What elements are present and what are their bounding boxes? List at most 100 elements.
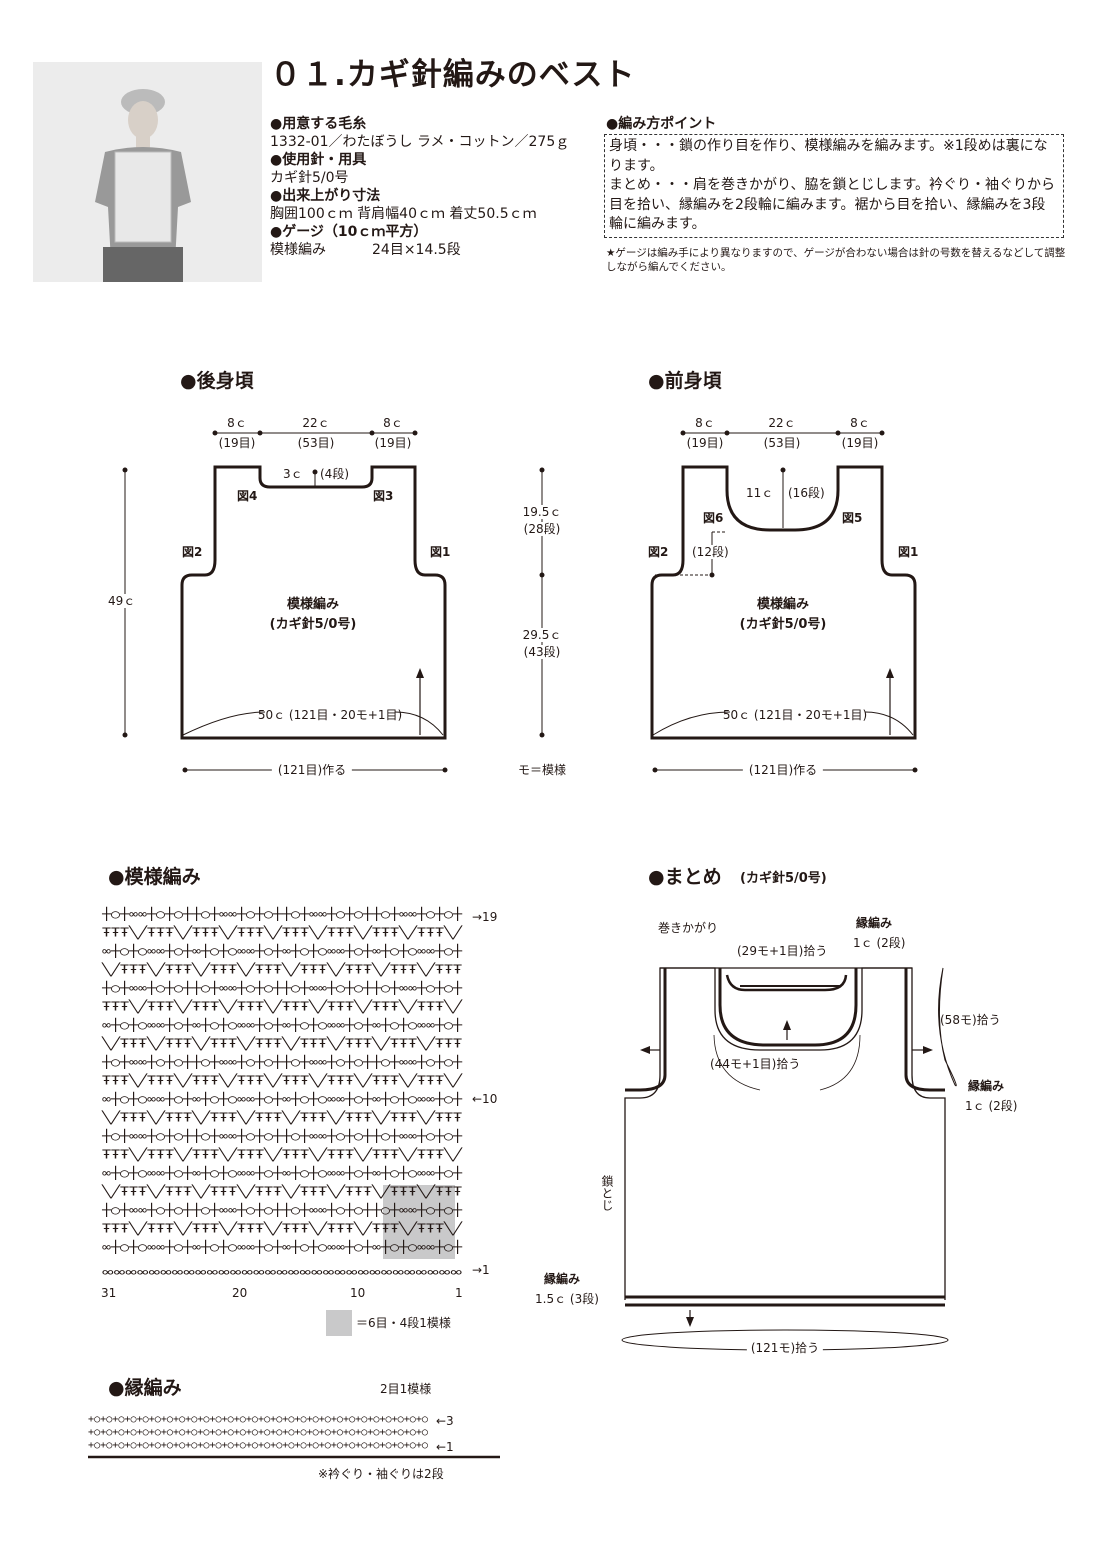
front-top-mid-st: (53目) xyxy=(763,436,801,450)
front-fig1: 図1 xyxy=(898,545,919,559)
front-cast-on: (121目)作る xyxy=(742,763,824,777)
chart-symbol-row: ∞┼○┼○∞∞┼○┼∞┼○┼○∞∞┼○┼∞┼○┼○∞∞┼○┼∞┼○┼○∞∞┼○┼ xyxy=(102,943,463,958)
chart-symbol-row: ╲╱ŦŦŦ╲╱ŦŦŦ╲╱ŦŦŦ╲╱ŦŦŦ╲╱ŦŦŦ╲╱ŦŦŦ╲╱ŦŦŦ╲╱ŦŦŦ xyxy=(101,1184,462,1199)
page-title: ０１.カギ針編みのベスト xyxy=(270,57,636,93)
chart-symbol-row: ∞┼○┼○∞∞┼○┼∞┼○┼○∞∞┼○┼∞┼○┼○∞∞┼○┼∞┼○┼○∞∞┼○┼ xyxy=(102,1239,463,1254)
back-cast-on: (121目)作る xyxy=(271,763,353,777)
back-hook: (カギ針5/0号) xyxy=(269,617,357,632)
model-silhouette xyxy=(95,89,191,282)
gauge-note: ★ゲージは編み手により異なりますので、ゲージが合わない場合は針の号数を替えるなど… xyxy=(606,247,1066,273)
finishing-outline xyxy=(624,967,946,1300)
back-fig4: 図4 xyxy=(237,489,258,503)
lower-length: 29.5ｃ xyxy=(522,628,562,642)
back-neck-rows: (4段) xyxy=(320,467,349,481)
front-top-right: 8ｃ xyxy=(850,416,870,430)
front-pattern: 模様編み xyxy=(756,597,810,612)
back-bottom: 50ｃ (121目・20モ+1目) xyxy=(257,708,403,722)
chart-symbol-row: ┼○┼∞∞┼○┼○┼┼○┼∞∞┼○┼○┼┼○┼∞∞┼○┼○┼┼○┼∞∞┼○┼○┼ xyxy=(101,980,463,995)
chart-symbol-row: ┼○┼∞∞┼○┼○┼┼○┼∞∞┼○┼○┼┼○┼∞∞┼○┼○┼┼○┼∞∞┼○┼○┼ xyxy=(101,1054,463,1069)
lower-rows: (43段) xyxy=(523,645,561,659)
edging-row3: ←3 xyxy=(436,1414,454,1428)
model-photo xyxy=(33,62,262,282)
edging-repeat: 2目1模様 xyxy=(380,1382,432,1396)
legend-swatch xyxy=(326,1310,352,1336)
chart-chain-row: ∞∞∞∞∞∞∞∞∞∞∞∞∞∞∞∞∞∞∞∞∞∞∞∞∞∞∞∞∞∞∞ xyxy=(102,1265,462,1279)
edging-note: ※衿ぐり・袖ぐりは2段 xyxy=(318,1467,444,1481)
back-top-right: 8ｃ xyxy=(383,416,403,430)
chart-symbol-row: ╲╱ŦŦŦ╲╱ŦŦŦ╲╱ŦŦŦ╲╱ŦŦŦ╲╱ŦŦŦ╲╱ŦŦŦ╲╱ŦŦŦ╲╱ŦŦŦ xyxy=(101,962,462,977)
chart-symbol-row: ŦŦŦ╲╱ŦŦŦ╲╱ŦŦŦ╲╱ŦŦŦ╲╱ŦŦŦ╲╱ŦŦŦ╲╱ŦŦŦ╲╱ŦŦŦ╲╱ xyxy=(102,1073,463,1088)
gauge-value: 24目×14.5段 xyxy=(372,242,461,258)
back-fig2: 図2 xyxy=(182,545,203,559)
edging-heading: ●縁編み xyxy=(108,1377,182,1399)
back-top-left-st: (19目) xyxy=(218,436,256,450)
repeat-highlight xyxy=(383,1185,455,1259)
neck-back-pick: (29モ+1目)拾う xyxy=(737,944,828,958)
finishing-heading: ●まとめ xyxy=(648,866,722,888)
size-value: 胸囲100ｃｍ 背肩幅40ｃｍ 着丈50.5ｃｍ xyxy=(270,206,537,222)
chart-symbol-row: ╲╱ŦŦŦ╲╱ŦŦŦ╲╱ŦŦŦ╲╱ŦŦŦ╲╱ŦŦŦ╲╱ŦŦŦ╲╱ŦŦŦ╲╱ŦŦŦ xyxy=(101,1036,462,1051)
edging-symbol-row: +○+○+○+○+○+○+○+○+○+○+○+○+○+○+○+○+○+○+○+○… xyxy=(88,1427,428,1438)
front-fig6: 図6 xyxy=(703,511,724,525)
gauge-label: 模様編み xyxy=(270,242,326,258)
legend-mo: モ＝模様 xyxy=(517,763,567,777)
hem-edge-label: 縁編み xyxy=(544,1272,581,1286)
front-top-right-st: (19目) xyxy=(841,436,879,450)
front-fig2: 図2 xyxy=(648,545,669,559)
row-19-label: →19 xyxy=(472,910,498,924)
gauge-heading: ●ゲージ（10ｃｍ平方） xyxy=(270,224,428,240)
chart-symbol-row: ╲╱ŦŦŦ╲╱ŦŦŦ╲╱ŦŦŦ╲╱ŦŦŦ╲╱ŦŦŦ╲╱ŦŦŦ╲╱ŦŦŦ╲╱ŦŦŦ xyxy=(101,1110,462,1125)
chart-symbol-row: ∞┼○┼○∞∞┼○┼∞┼○┼○∞∞┼○┼∞┼○┼○∞∞┼○┼∞┼○┼○∞∞┼○┼ xyxy=(102,1017,463,1032)
arm-edge-label: 縁編み xyxy=(968,1079,1005,1093)
front-heading: ●前身頃 xyxy=(648,370,722,392)
chart-symbol-row: ┼○┼∞∞┼○┼○┼┼○┼∞∞┼○┼○┼┼○┼∞∞┼○┼○┼┼○┼∞∞┼○┼○┼ xyxy=(101,1202,463,1217)
front-hook: (カギ針5/0号) xyxy=(739,617,827,632)
chart-symbol-row: ŦŦŦ╲╱ŦŦŦ╲╱ŦŦŦ╲╱ŦŦŦ╲╱ŦŦŦ╲╱ŦŦŦ╲╱ŦŦŦ╲╱ŦŦŦ╲╱ xyxy=(102,999,463,1014)
front-top-mid: 22ｃ xyxy=(768,416,796,430)
back-heading: ●後身頃 xyxy=(180,370,254,392)
chart-symbol-row: ∞┼○┼○∞∞┼○┼∞┼○┼○∞∞┼○┼∞┼○┼○∞∞┼○┼∞┼○┼○∞∞┼○┼ xyxy=(102,1091,463,1106)
back-top-left: 8ｃ xyxy=(227,416,247,430)
back-fig3: 図3 xyxy=(373,489,394,503)
points-finishing: まとめ・・・肩を巻きかがり、脇を鎖とじします。衿ぐり・袖ぐりから目を拾い、縁編み… xyxy=(609,177,1056,232)
size-heading: ●出来上がり寸法 xyxy=(270,188,381,204)
back-top-mid: 22ｃ xyxy=(302,416,330,430)
back-neck: 3ｃ xyxy=(283,467,303,481)
chart-symbol-row: ŦŦŦ╲╱ŦŦŦ╲╱ŦŦŦ╲╱ŦŦŦ╲╱ŦŦŦ╲╱ŦŦŦ╲╱ŦŦŦ╲╱ŦŦŦ╲╱ xyxy=(102,1147,463,1162)
edging-symbol-row: +○+○+○+○+○+○+○+○+○+○+○+○+○+○+○+○+○+○+○+○… xyxy=(88,1414,428,1425)
chart-symbol-row: ┼○┼∞∞┼○┼○┼┼○┼∞∞┼○┼○┼┼○┼∞∞┼○┼○┼┼○┼∞∞┼○┼○┼ xyxy=(101,906,463,921)
upper-rows: (28段) xyxy=(523,522,561,536)
front-side-rows: (12段) xyxy=(692,545,729,559)
front-bottom: 50ｃ (121目・20モ+1目) xyxy=(722,708,868,722)
back-pattern: 模様編み xyxy=(286,597,340,612)
yarn-value: 1332-01／わたぼうし ラメ・コットン／275ｇ xyxy=(270,134,570,150)
chart-symbol-row: ŦŦŦ╲╱ŦŦŦ╲╱ŦŦŦ╲╱ŦŦŦ╲╱ŦŦŦ╲╱ŦŦŦ╲╱ŦŦŦ╲╱ŦŦŦ╲╱ xyxy=(102,1221,463,1236)
row-10-label: ←10 xyxy=(472,1092,498,1106)
chart-symbol-row: ┼○┼∞∞┼○┼○┼┼○┼∞∞┼○┼○┼┼○┼∞∞┼○┼○┼┼○┼∞∞┼○┼○┼ xyxy=(101,1128,463,1143)
row-1-label: →1 xyxy=(472,1263,490,1277)
front-top-left: 8ｃ xyxy=(695,416,715,430)
finishing-hook: (カギ針5/0号) xyxy=(740,871,827,886)
col-31-label: 31 xyxy=(101,1286,117,1300)
tools-value: カギ針5/0号 xyxy=(270,170,349,186)
stitch-chart-heading: ●模様編み xyxy=(108,866,201,888)
neck-front-pick: (44モ+1目)拾う xyxy=(710,1057,801,1071)
back-fig1: 図1 xyxy=(430,545,451,559)
arm-pick: (58モ)拾う xyxy=(940,1013,1001,1027)
chart-symbol-row: ∞┼○┼○∞∞┼○┼∞┼○┼○∞∞┼○┼∞┼○┼○∞∞┼○┼∞┼○┼○∞∞┼○┼ xyxy=(102,1165,463,1180)
hem-pick: (121モ)拾う xyxy=(746,1341,824,1355)
hem-edge-size: 1.5ｃ (3段) xyxy=(535,1292,599,1306)
back-top-right-st: (19目) xyxy=(374,436,412,450)
whip-label: 巻きかがり xyxy=(658,921,719,935)
chart-symbol-row: ŦŦŦ╲╱ŦŦŦ╲╱ŦŦŦ╲╱ŦŦŦ╲╱ŦŦŦ╲╱ŦŦŦ╲╱ŦŦŦ╲╱ŦŦŦ╲╱ xyxy=(102,925,463,940)
front-neck: 11ｃ xyxy=(746,486,774,500)
edging-row1: ←1 xyxy=(436,1440,454,1454)
arm-edge-size: 1ｃ (2段) xyxy=(965,1099,1018,1113)
col-10-label: 10 xyxy=(350,1286,366,1300)
side-seam-label: 鎖とじ xyxy=(600,1175,614,1211)
chart-legend: ＝6目・4段1模様 xyxy=(356,1316,451,1330)
front-neck-rows: (16段) xyxy=(788,486,825,500)
points-body: 身頃・・・鎖の作り目を作り、模様編みを編みます。※1段めは裏になります。 xyxy=(609,138,1048,174)
edging-symbol-row: +○+○+○+○+○+○+○+○+○+○+○+○+○+○+○+○+○+○+○+○… xyxy=(88,1440,428,1451)
col-20-label: 20 xyxy=(232,1286,248,1300)
